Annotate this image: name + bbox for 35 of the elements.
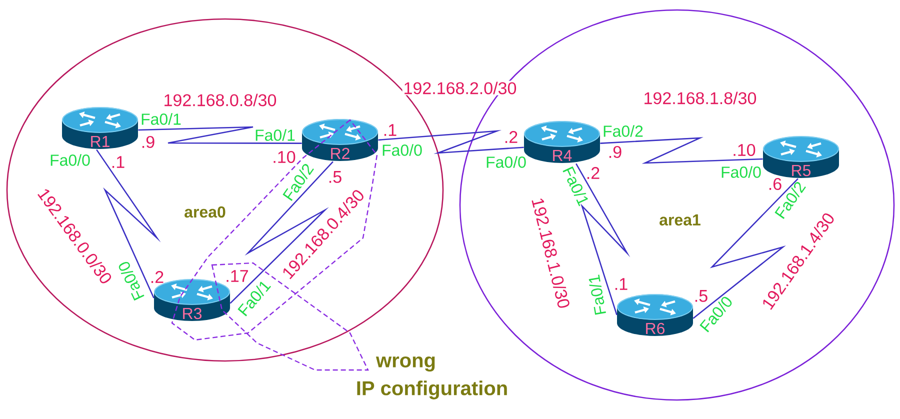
- interface-label: Fa0/1: [588, 274, 606, 315]
- address-label: .1: [615, 278, 628, 290]
- address-label: .17: [226, 270, 248, 282]
- serial-link: [600, 137, 763, 164]
- address-label: .1: [112, 156, 124, 168]
- router: R2: [302, 119, 378, 161]
- serial-link: [576, 163, 630, 316]
- address-label: .9: [609, 146, 622, 158]
- interface-label: Fa0/0: [118, 262, 144, 301]
- edge-label: 192.168.1.8/30: [642, 90, 758, 106]
- note: IP configuration: [357, 380, 507, 400]
- serial-link: [230, 161, 334, 304]
- address-label: .10: [274, 150, 296, 164]
- address-label: .5: [329, 171, 342, 183]
- address-label: .2: [505, 131, 518, 143]
- interface-label: Fa0/0: [486, 156, 526, 168]
- interface-label: Fa0/0: [722, 166, 761, 178]
- interface-label: Fa0/1: [256, 129, 295, 141]
- interface-label: Fa0/0: [382, 144, 422, 156]
- serial-link: [138, 126, 302, 144]
- serial-link: [692, 178, 798, 319]
- serial-link: [378, 130, 524, 154]
- router: R6: [617, 294, 693, 336]
- interface-label: Fa0/0: [50, 154, 90, 166]
- router: R1: [62, 106, 138, 149]
- edge-label: 192.168.2.0/30: [402, 80, 518, 96]
- interface-label: Fa0/1: [142, 113, 181, 125]
- address-label: .2: [587, 167, 600, 179]
- address-label: .10: [734, 144, 756, 156]
- edge-label: 192.168.0.8/30: [162, 92, 278, 108]
- address-label: .1: [384, 124, 396, 136]
- address-label: .9: [142, 136, 154, 148]
- interface-label: Fa0/2: [604, 125, 643, 137]
- serial-link: [96, 149, 161, 298]
- router: R5: [763, 136, 839, 178]
